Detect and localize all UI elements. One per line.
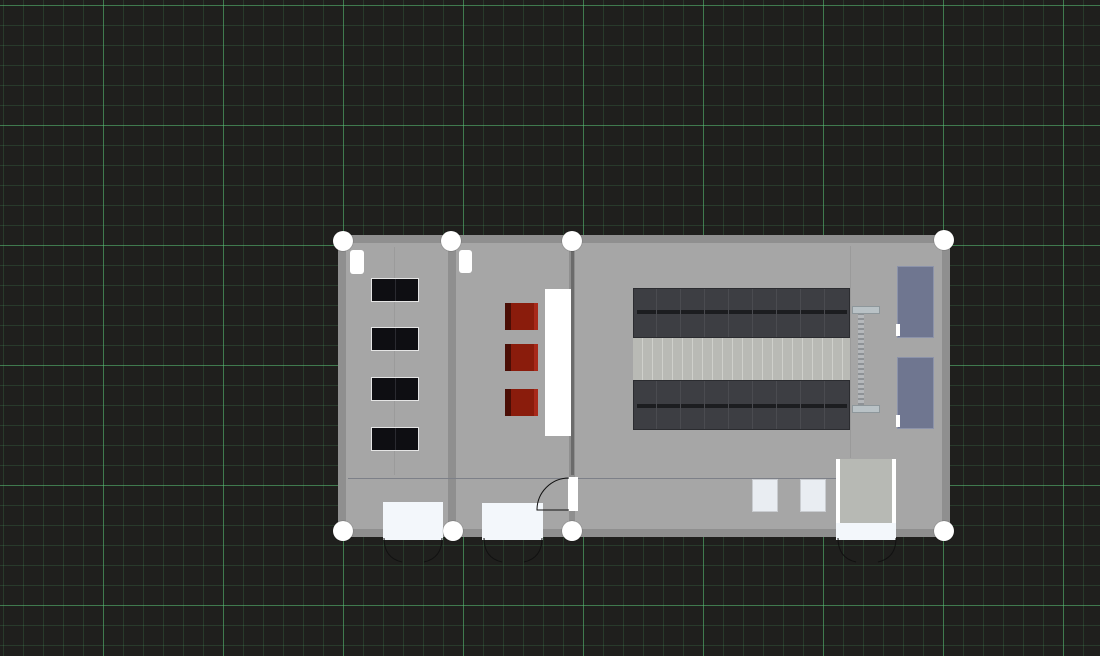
desk-monitor[interactable] <box>371 377 419 401</box>
rack-slot <box>800 381 801 429</box>
rack-slot <box>656 289 657 337</box>
rack-slot <box>728 289 729 337</box>
ahu-connector <box>896 324 900 336</box>
desk-monitor[interactable] <box>371 327 419 351</box>
door-swing-icon <box>483 538 543 563</box>
rack-slot <box>824 381 825 429</box>
rack-slot <box>824 289 825 337</box>
equipment-cabinet[interactable] <box>752 479 778 512</box>
rack-slot <box>704 289 705 337</box>
corner-handle-icon[interactable] <box>934 230 954 250</box>
corner-handle-icon[interactable] <box>443 521 463 541</box>
rack-slot <box>728 381 729 429</box>
ahu-connector <box>896 415 900 427</box>
rack-slot <box>680 381 681 429</box>
rack-slot <box>776 381 777 429</box>
door-panel[interactable] <box>836 523 896 540</box>
right-room-inner-line <box>850 246 851 458</box>
corridor-line <box>348 478 848 479</box>
rack-divider <box>637 404 847 408</box>
chair[interactable] <box>505 303 538 330</box>
desk-monitor[interactable] <box>371 278 419 302</box>
light-switch[interactable] <box>459 250 472 273</box>
door-swing-icon <box>837 538 897 563</box>
cable-ladder[interactable] <box>858 308 864 410</box>
chair[interactable] <box>505 389 538 416</box>
cold-aisle[interactable] <box>633 338 850 380</box>
rack-slot <box>800 289 801 337</box>
corner-handle-icon[interactable] <box>441 231 461 251</box>
corner-handle-icon[interactable] <box>333 231 353 251</box>
rack-slot <box>776 289 777 337</box>
equipment-cabinet[interactable] <box>800 479 826 512</box>
rack-slot <box>752 289 753 337</box>
chair[interactable] <box>505 344 538 371</box>
corner-handle-icon[interactable] <box>562 521 582 541</box>
door-swing-icon <box>383 538 443 563</box>
cable-tray-bottom[interactable] <box>852 405 880 413</box>
light-switch[interactable] <box>350 250 364 274</box>
rack-slot <box>704 381 705 429</box>
air-handling-unit[interactable] <box>897 357 934 429</box>
door-swing-icon <box>536 477 570 511</box>
partition-wall-1[interactable] <box>448 243 456 529</box>
corner-handle-icon[interactable] <box>934 521 954 541</box>
rack-divider <box>637 310 847 314</box>
rack-slot <box>752 381 753 429</box>
cable-tray-top[interactable] <box>852 306 880 314</box>
counter-desk[interactable] <box>545 289 571 436</box>
air-handling-unit[interactable] <box>897 266 934 338</box>
corner-handle-icon[interactable] <box>562 231 582 251</box>
partition-wall-2[interactable] <box>571 243 574 475</box>
left-room-inner-line <box>394 247 395 475</box>
entrance-vestibule[interactable] <box>836 459 896 523</box>
corner-handle-icon[interactable] <box>333 521 353 541</box>
door-panel[interactable] <box>383 502 443 540</box>
rack-slot <box>680 289 681 337</box>
desk-monitor[interactable] <box>371 427 419 451</box>
door-frame[interactable] <box>568 477 578 511</box>
door-panel[interactable] <box>482 503 543 540</box>
rack-slot <box>656 381 657 429</box>
